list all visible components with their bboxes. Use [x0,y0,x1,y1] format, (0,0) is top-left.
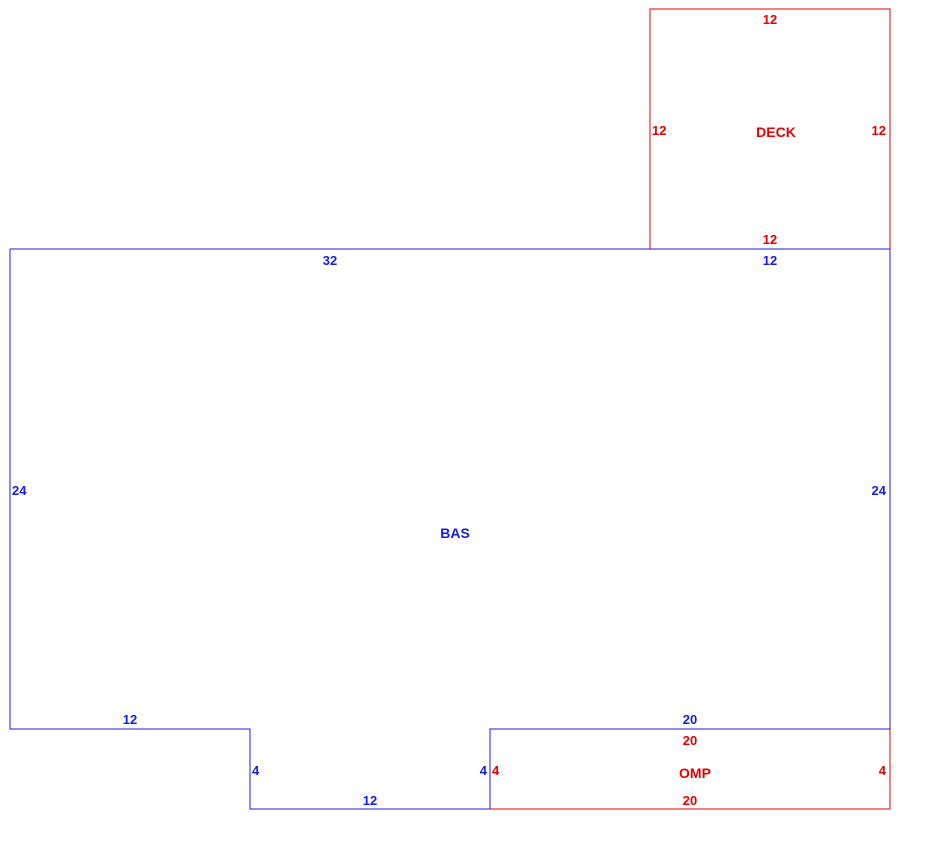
omp-dim-bottom: 20 [683,793,697,808]
bas-dim-notch-bottom: 12 [363,793,377,808]
omp-area: 20 4 4 20 OMP [490,729,891,810]
omp-dim-top: 20 [683,733,697,748]
bas-dim-left: 24 [12,483,27,498]
bas-dim-bottom-left: 12 [123,712,137,727]
deck-area-label: DECK [756,124,796,140]
bas-area: 32 12 24 24 12 4 12 4 20 BAS [9,248,891,810]
bas-dim-right: 24 [872,483,887,498]
deck-dim-left: 12 [652,123,666,138]
omp-dim-left: 4 [492,763,500,778]
bas-dim-bottom-right: 20 [683,712,697,727]
deck-dim-right: 12 [872,123,886,138]
deck-outline [649,8,891,249]
omp-outline [490,729,891,810]
bas-area-label: BAS [440,525,470,541]
bas-dim-top-right: 12 [763,253,777,268]
omp-area-label: OMP [679,765,711,781]
deck-area: 12 12 12 12 DECK [649,8,891,249]
bas-dim-notch-left: 4 [252,763,260,778]
bas-dim-top-left: 32 [323,253,337,268]
bas-dim-notch-right: 4 [480,763,488,778]
deck-dim-bottom: 12 [763,232,777,247]
omp-dim-right: 4 [879,763,887,778]
deck-dim-top: 12 [763,12,777,27]
